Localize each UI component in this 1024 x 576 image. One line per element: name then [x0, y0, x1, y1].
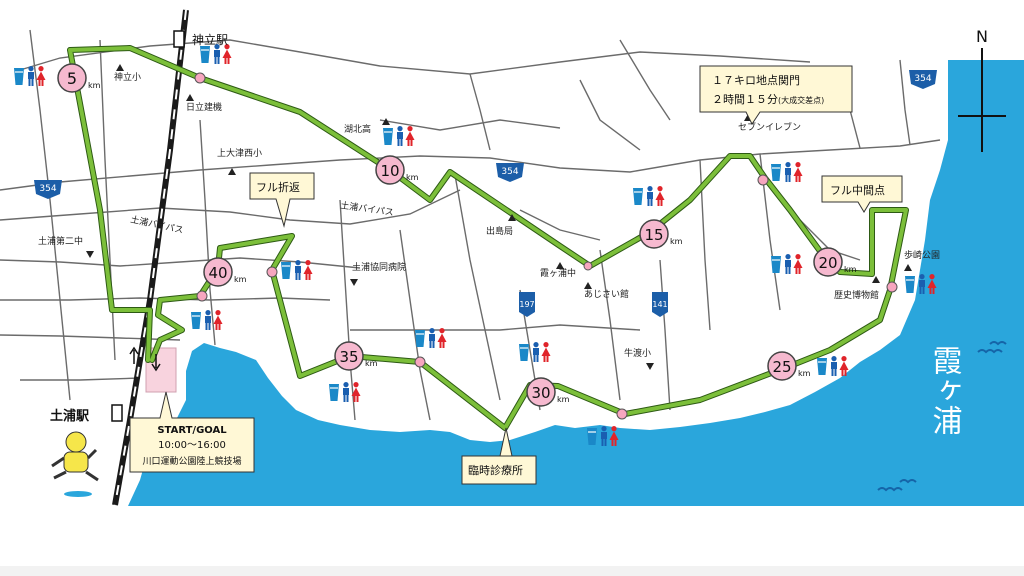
- lake-name-label: 霞ヶ浦: [927, 345, 962, 435]
- route-badge-label: 354: [501, 167, 518, 177]
- km-marker-unit: km: [88, 81, 101, 90]
- railway: [112, 9, 189, 506]
- landmark-label: 出島局: [486, 225, 513, 237]
- station-tsuchiura: 土浦駅: [50, 404, 123, 424]
- bottom-strip: [0, 566, 1024, 576]
- km-marker-unit: km: [557, 395, 570, 404]
- km-marker-unit: km: [844, 265, 857, 274]
- km-markers: 5 km 10 km 15 km 20 km 25 km 30 km: [57, 63, 857, 407]
- callout-full-mid: フル中間点: [821, 175, 903, 213]
- landmark-label: 土浦第二中: [38, 235, 83, 247]
- aid-station-icon: [817, 356, 849, 376]
- km-marker-unit: km: [670, 237, 683, 246]
- route-badge-label: 141: [652, 300, 667, 309]
- route-badge: 141: [652, 292, 668, 317]
- callout-full-mid-label: フル中間点: [830, 184, 885, 197]
- compass-north-label: N: [976, 27, 988, 46]
- callout-start-goal-venue: 川口運動公園陸上競技場: [142, 455, 241, 467]
- route-badge-label: 354: [39, 184, 56, 194]
- km-marker-unit: km: [234, 275, 247, 284]
- aid-station-icon: [191, 310, 223, 330]
- route-badge: 354: [496, 163, 524, 182]
- landmark-label: セブンイレブン: [738, 121, 801, 133]
- marathon-course-fill: [68, 46, 908, 430]
- km-marker-35: 35 km: [334, 341, 378, 371]
- km-marker-value: 40: [208, 264, 227, 282]
- km-marker-value: 35: [339, 348, 358, 366]
- callout-full-turn-label: フル折返: [256, 180, 300, 194]
- callout-checkpoint-line2: ２時間１５分(大成交差点): [712, 93, 824, 106]
- aid-station-icon: [415, 328, 447, 348]
- aid-station-icon: [329, 382, 361, 402]
- km-marker-10: 10 km: [375, 155, 419, 185]
- route-badge-label: 197: [519, 300, 534, 309]
- route-badge: 354: [909, 70, 937, 89]
- route-badge-label: 354: [914, 74, 931, 84]
- callout-checkpoint-line1: １７キロ地点関門: [712, 74, 800, 87]
- callout-start-goal-time: 10:00〜16:00: [158, 440, 226, 451]
- aid-station-icon: [200, 44, 232, 64]
- station-kandatsu: 神立駅: [173, 30, 228, 48]
- aid-station-icon: [519, 342, 551, 362]
- km-marker-value: 25: [772, 358, 791, 376]
- km-marker-15: 15 km: [639, 219, 683, 249]
- runner-mascot-icon: [51, 431, 99, 497]
- landmark-label: あじさい館: [584, 288, 629, 300]
- route-badges: 354 354 354 197 141: [34, 70, 937, 317]
- aid-station-icon: [383, 126, 415, 146]
- km-marker-value: 5: [67, 69, 77, 88]
- route-badge: 197: [519, 292, 535, 317]
- km-marker-unit: km: [365, 359, 378, 368]
- landmark-label: 土浦協同病院: [352, 261, 406, 273]
- lake-name: 霞ヶ浦: [927, 345, 962, 435]
- callout-full-turn: フル折返: [249, 172, 315, 228]
- aid-station-icon: [281, 260, 313, 280]
- aid-station-icon: [633, 186, 665, 206]
- callout-clinic: 臨時診療所: [461, 427, 537, 485]
- km-marker-5: 5 km: [57, 63, 101, 93]
- callout-clinic-label: 臨時診療所: [468, 463, 523, 477]
- landmark-label: 日立建機: [186, 101, 222, 113]
- aid-station-icon: [771, 162, 803, 182]
- landmark-label: 霞ヶ浦中: [540, 267, 576, 279]
- km-marker-40: 40 km: [203, 257, 247, 287]
- aid-station-icon: [14, 66, 46, 86]
- callout-start-goal: START/GOAL 10:00〜16:00 川口運動公園陸上競技場: [129, 391, 255, 473]
- compass: N: [958, 27, 1006, 152]
- landmark-label: 土浦バイパス: [340, 199, 395, 218]
- wave-decor: [877, 341, 1007, 492]
- callout-start-goal-title: START/GOAL: [157, 425, 227, 436]
- km-marker-25: 25 km: [767, 351, 811, 381]
- km-marker-20: 20 km: [813, 247, 857, 277]
- station-kandatsu-label: 神立駅: [192, 32, 228, 47]
- km-marker-value: 15: [644, 226, 663, 244]
- callout-checkpoint: １７キロ地点関門 ２時間１５分(大成交差点): [699, 65, 853, 125]
- km-marker-unit: km: [406, 173, 419, 182]
- station-tsuchiura-label: 土浦駅: [50, 408, 90, 424]
- km-marker-value: 10: [380, 162, 399, 180]
- route-badge: 354: [34, 180, 62, 199]
- landmark-label: 歴史博物館: [834, 289, 879, 301]
- start-direction-arrows: [129, 346, 161, 372]
- km-marker-value: 30: [531, 384, 550, 402]
- km-marker-unit: km: [798, 369, 811, 378]
- landmark-label: 牛渡小: [624, 347, 651, 359]
- km-marker-value: 20: [818, 254, 837, 272]
- landmark-label: 湖北高: [344, 123, 371, 135]
- landmark-markers: [86, 64, 912, 370]
- km-marker-30: 30 km: [526, 377, 570, 407]
- aid-station-icon: [771, 254, 803, 274]
- landmark-label: 歩崎公園: [904, 249, 940, 261]
- landmark-label: 上大津西小: [217, 147, 262, 159]
- landmark-label: 神立小: [114, 71, 141, 83]
- checkpoint-dots: [194, 72, 898, 420]
